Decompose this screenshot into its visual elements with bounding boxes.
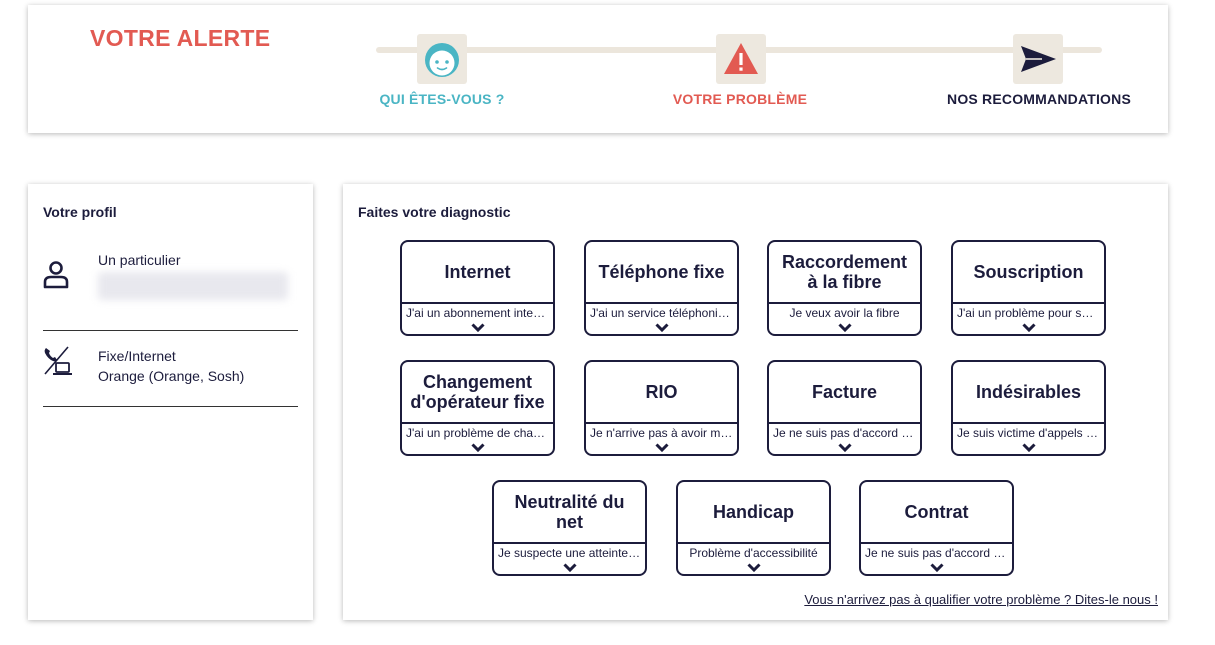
card-description: Je n'arrive pas à avoir mon RIO — [590, 426, 733, 440]
chevron-down-icon — [837, 443, 852, 452]
card-title: Indésirables — [975, 382, 1082, 402]
card-description: Je veux avoir la fibre — [789, 306, 900, 320]
profile-service: Fixe/Internet — [98, 348, 176, 364]
diagnostic-title: Faites votre diagnostic — [358, 204, 511, 220]
card-handicap[interactable]: Handicap Problème d'accessibilité — [676, 480, 831, 576]
profile-divider-2 — [43, 406, 298, 407]
diagnostic-panel: Faites votre diagnostic Internet J'ai un… — [343, 184, 1168, 620]
chevron-down-icon — [654, 443, 669, 452]
card-description: Je suis victime d'appels indésirables — [957, 426, 1100, 440]
card-facture[interactable]: Facture Je ne suis pas d'accord avec ma … — [767, 360, 922, 456]
card-description: J'ai un problème pour souscrire — [957, 306, 1100, 320]
card-neutralite-net[interactable]: Neutralité du net Je suspecte une attein… — [492, 480, 647, 576]
chevron-down-icon — [929, 563, 944, 572]
chevron-down-icon — [562, 563, 577, 572]
card-divider — [953, 302, 1104, 304]
chevron-down-icon — [654, 323, 669, 332]
profile-panel: Votre profil Un particulier Fixe/Interne… — [28, 184, 313, 620]
chevron-down-icon — [746, 563, 761, 572]
card-divider — [402, 302, 553, 304]
card-divider — [953, 422, 1104, 424]
chevron-down-icon — [470, 443, 485, 452]
card-description: J'ai un problème de changement — [406, 426, 549, 440]
profile-user-type: Un particulier — [98, 252, 181, 268]
card-raccordement-fibre[interactable]: Raccordement à la fibre Je veux avoir la… — [767, 240, 922, 336]
card-description: J'ai un service téléphonique — [590, 306, 733, 320]
card-description: Je suspecte une atteinte à la neutralité — [498, 546, 641, 560]
card-divider — [586, 302, 737, 304]
card-description: Je ne suis pas d'accord avec ma facture — [773, 426, 916, 440]
card-rio[interactable]: RIO Je n'arrive pas à avoir mon RIO — [584, 360, 739, 456]
card-divider — [586, 422, 737, 424]
card-divider — [494, 542, 645, 544]
card-divider — [769, 422, 920, 424]
warning-icon — [716, 34, 766, 84]
card-description: J'ai un abonnement internet — [406, 306, 549, 320]
progress-header: VOTRE ALERTE QUI ÊTES-VOUS ? VOTRE PROBL… — [28, 5, 1168, 133]
card-title: Souscription — [973, 262, 1084, 282]
card-title: Facture — [811, 382, 878, 402]
card-souscription[interactable]: Souscription J'ai un problème pour sousc… — [951, 240, 1106, 336]
profile-email-redacted — [98, 272, 288, 300]
card-divider — [678, 542, 829, 544]
card-title: Neutralité du net — [514, 492, 625, 532]
profile-operator: Orange (Orange, Sosh) — [98, 368, 245, 384]
card-divider — [769, 302, 920, 304]
card-telephone-fixe[interactable]: Téléphone fixe J'ai un service téléphoni… — [584, 240, 739, 336]
step-label-recommandations: NOS RECOMMANDATIONS — [947, 91, 1131, 107]
card-divider — [861, 542, 1012, 544]
chevron-down-icon — [837, 323, 852, 332]
card-title: Contrat — [904, 502, 969, 522]
step-label-qui: QUI ÊTES-VOUS ? — [379, 91, 505, 107]
card-changement-operateur[interactable]: Changement d'opérateur fixe J'ai un prob… — [400, 360, 555, 456]
card-indesirables[interactable]: Indésirables Je suis victime d'appels in… — [951, 360, 1106, 456]
brand-title: VOTRE ALERTE — [90, 25, 271, 51]
card-title: Changement d'opérateur fixe — [410, 372, 545, 412]
profile-divider-1 — [43, 330, 298, 331]
chevron-down-icon — [1021, 323, 1036, 332]
card-internet[interactable]: Internet J'ai un abonnement internet — [400, 240, 555, 336]
help-qualify-link[interactable]: Vous n'arrivez pas à qualifier votre pro… — [804, 592, 1158, 607]
step-label-probleme: VOTRE PROBLÈME — [672, 91, 808, 107]
phone-laptop-icon — [42, 344, 74, 383]
chevron-down-icon — [470, 323, 485, 332]
card-title: Internet — [444, 262, 511, 282]
card-title: Téléphone fixe — [598, 262, 725, 282]
profile-title: Votre profil — [43, 204, 117, 220]
face-icon — [417, 34, 467, 84]
card-contrat[interactable]: Contrat Je ne suis pas d'accord avec mon… — [859, 480, 1014, 576]
user-icon — [42, 260, 70, 295]
card-divider — [402, 422, 553, 424]
send-icon — [1013, 34, 1063, 84]
card-title: RIO — [645, 382, 678, 402]
chevron-down-icon — [1021, 443, 1036, 452]
card-description: Je ne suis pas d'accord avec mon contrat — [865, 546, 1008, 560]
card-description: Problème d'accessibilité — [689, 546, 818, 560]
card-title: Raccordement à la fibre — [781, 252, 908, 292]
card-title: Handicap — [712, 502, 795, 522]
